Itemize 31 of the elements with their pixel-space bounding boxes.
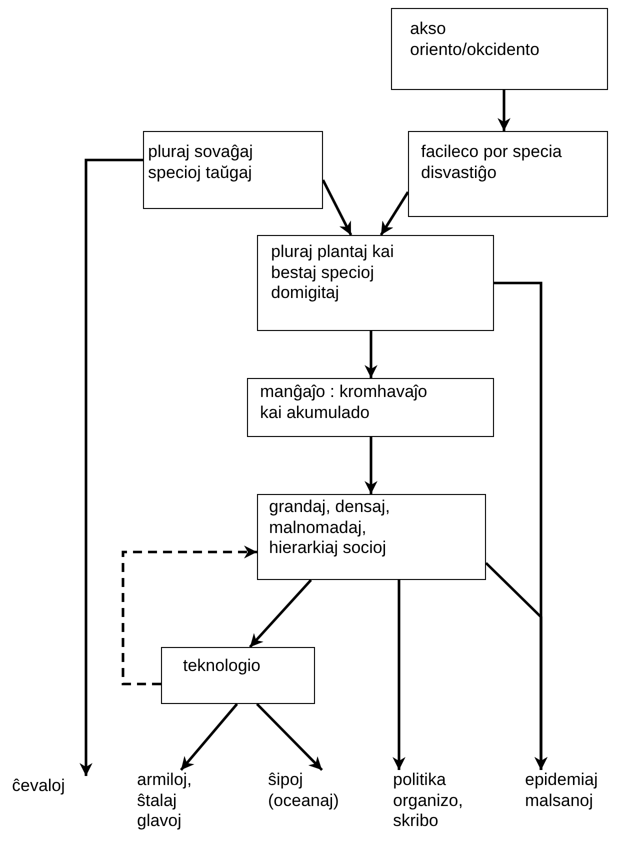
process-box [257, 235, 494, 331]
process-box [143, 131, 323, 209]
arrow [485, 562, 548, 770]
arrow [380, 191, 410, 236]
box-label: facileco por specia disvastiĝo [421, 142, 563, 184]
box-label: teknologio [183, 656, 262, 677]
arrow [256, 703, 323, 771]
arrow [392, 580, 406, 770]
process-box [408, 131, 608, 217]
process-box [257, 494, 486, 580]
process-box [391, 8, 608, 90]
dashed-arrow [122, 546, 257, 686]
arrow [249, 579, 312, 648]
box-label: akso oriento/okcidento [410, 19, 540, 60]
arrow [180, 703, 238, 771]
box-label: grandaj, densaj, malnomadaj, hierarkiaj socioj [269, 497, 391, 560]
outcome-label: ŝipoj (oceanaj) [268, 770, 340, 812]
arrow [364, 331, 378, 378]
outcome-label: epidemiaj malsanoj [525, 770, 599, 812]
outcome-label: ĉevaloj [12, 776, 66, 797]
arrow [498, 90, 510, 131]
box-label: manĝaĵo : kromhavaĵo kai akumulado [260, 382, 428, 424]
box-label: pluraj sovaĝaj specioj taŭgaj [148, 142, 254, 184]
arrow [364, 437, 378, 494]
arrow [80, 158, 143, 776]
outcome-label: armiloj, ŝtalaj glavoj [137, 770, 193, 832]
box-label: pluraj plantaj kai bestaj specioj domigitaj [271, 242, 395, 304]
outcome-label: politika organizo, skribo [393, 770, 464, 832]
process-box [247, 378, 494, 437]
arrow [322, 179, 352, 236]
process-box [161, 647, 315, 704]
